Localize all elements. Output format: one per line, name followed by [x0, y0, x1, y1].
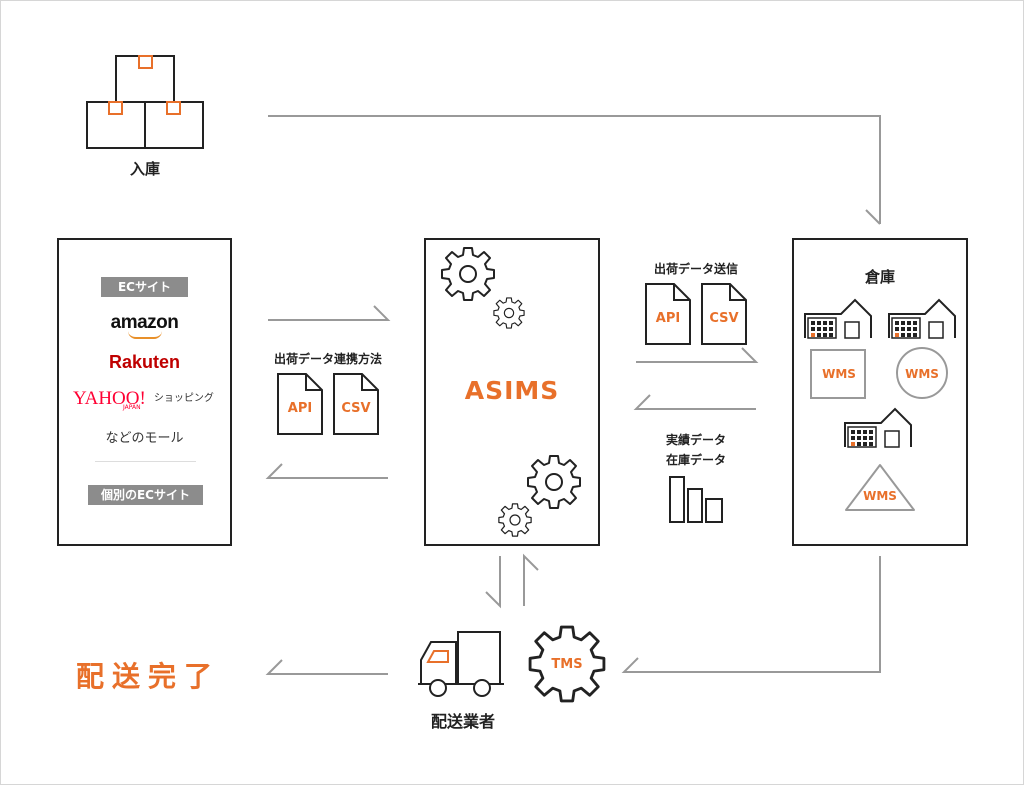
cardboard-boxes-icon [86, 55, 204, 149]
asims-panel: ASIMS [424, 238, 600, 546]
nyuko-label: 入庫 [129, 160, 160, 178]
ec-sites-panel: ECサイト amazon Rakuten YAHOO! ショッピング JAPAN… [57, 238, 232, 546]
individual-ec-site-tag: 個別のECサイト [88, 485, 203, 505]
right-doc-labels: API CSV [656, 311, 739, 326]
ec-site-tag: ECサイト [101, 277, 188, 297]
arrow-nyuko-to-warehouse [268, 115, 881, 225]
arrow-carrier-to-asims [523, 553, 539, 606]
api-label: API [656, 311, 680, 326]
result-data-label: 実績データ [665, 433, 726, 447]
arrow-carrier-to-complete [265, 659, 388, 675]
arrow-asims-to-carrier [485, 556, 501, 609]
asims-label: ASIMS [464, 376, 560, 405]
shipping-data-linkage-title: 出荷データ連携方法 [273, 352, 382, 366]
inventory-data-label: 在庫データ [665, 453, 726, 467]
truck-icon [418, 631, 504, 697]
bar-chart-icon [669, 476, 723, 523]
arrow-asims-to-warehouse [636, 347, 759, 363]
divider [95, 461, 196, 462]
warehouse-title: 倉庫 [864, 268, 895, 286]
wms-circle-shape [896, 347, 948, 399]
delivery-complete-label: 配送完了 [76, 660, 221, 693]
other-malls-text: などのモール [105, 431, 184, 446]
flow-arrows [265, 115, 881, 675]
csv-label: CSV [341, 401, 370, 416]
arrow-ec-to-asims [268, 305, 391, 321]
arrow-warehouse-to-asims [633, 394, 756, 410]
carrier-label: 配送業者 [430, 712, 495, 731]
yahoo-shopping-logo: YAHOO! ショッピング JAPAN [73, 388, 214, 411]
wms-label-3: WMS [863, 489, 897, 503]
left-doc-labels: API CSV [288, 401, 371, 416]
warehouse-panel: 倉庫 [792, 238, 968, 546]
amazon-logo: amazon [59, 312, 230, 339]
api-label: API [288, 401, 312, 416]
arrow-asims-to-ec [265, 463, 388, 479]
csv-label: CSV [709, 311, 738, 326]
wms-label-1: WMS [822, 367, 856, 381]
tms-label: TMS [551, 657, 583, 672]
shipping-data-send-title: 出荷データ送信 [653, 262, 738, 276]
arrow-warehouse-to-tms [621, 556, 881, 673]
wms-label-2: WMS [905, 367, 939, 381]
rakuten-logo: Rakuten [108, 352, 180, 372]
wms-square-shape [810, 349, 866, 399]
wms-triangle-shape [845, 464, 915, 511]
